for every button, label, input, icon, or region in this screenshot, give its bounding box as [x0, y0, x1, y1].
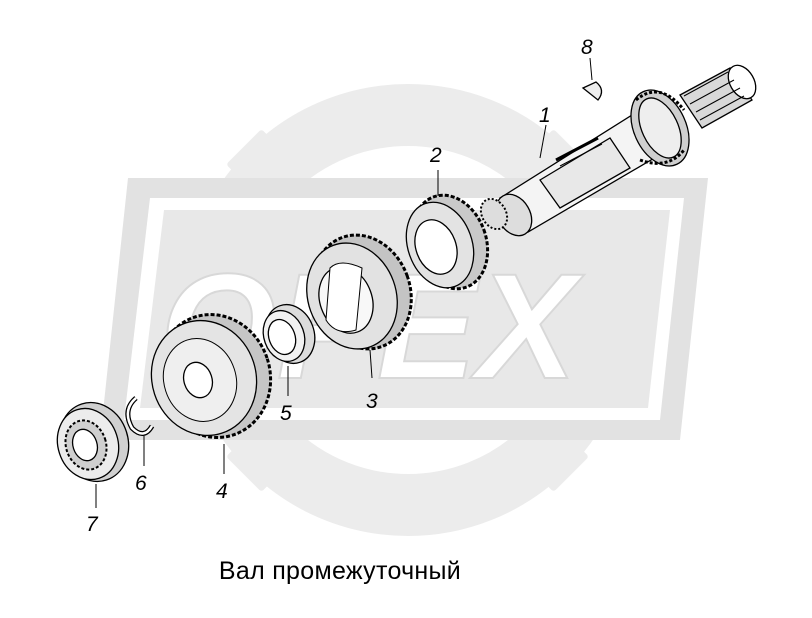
retaining-ring-part-6: [125, 396, 155, 466]
bushing-part-5: [262, 303, 316, 396]
callout-label-4: 4: [216, 480, 228, 503]
callout-label-2: 2: [429, 144, 442, 167]
diagram-caption: Вал промежуточный: [218, 557, 462, 585]
bearing-part-7: [56, 401, 130, 508]
small-gear-part-2: [405, 170, 490, 291]
callout-label-1: 1: [539, 104, 551, 127]
callout-label-7: 7: [86, 513, 99, 536]
key-part-8: 8: [581, 36, 603, 101]
callout-label-5: 5: [280, 402, 292, 425]
callout-label-3: 3: [366, 390, 378, 413]
large-gear-part-4: [150, 313, 273, 474]
shaft-part-1: [479, 64, 757, 237]
callout-label-8: 8: [581, 36, 593, 59]
callout-label-6: 6: [135, 472, 147, 495]
medium-gear-part-3: [306, 233, 413, 379]
callout-1: 1: [539, 104, 551, 159]
